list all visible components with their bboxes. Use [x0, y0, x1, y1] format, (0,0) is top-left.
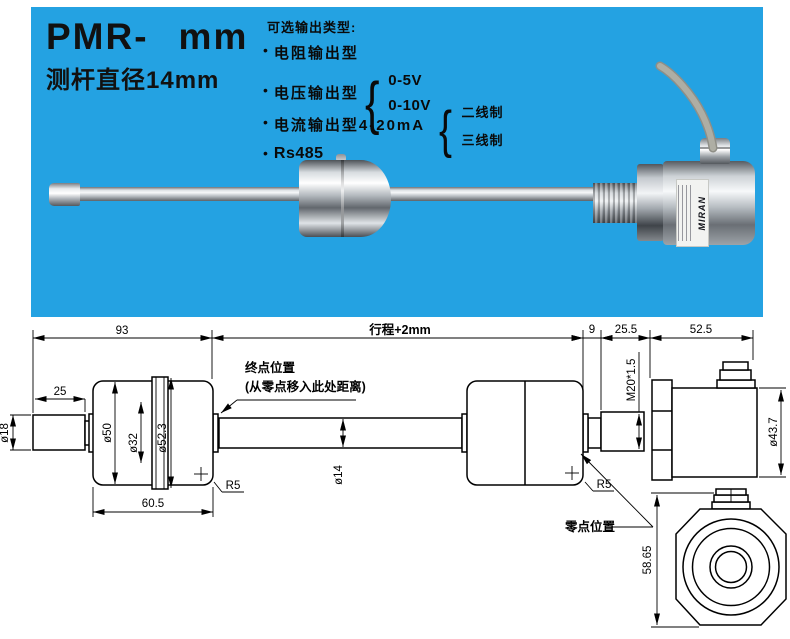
- bullet-icon: •: [263, 145, 268, 161]
- voltage-brace: {: [364, 71, 380, 136]
- end-position-line1: 终点位置: [245, 360, 296, 375]
- head-front-view: 58.65: [642, 488, 787, 626]
- photo-thread-section: [593, 183, 639, 223]
- voltage-range-high: 0-10V: [388, 97, 431, 114]
- float2-side-view: R5: [461, 380, 614, 492]
- model-prefix: PMR-: [46, 16, 149, 57]
- photo-float-nub: [336, 154, 346, 162]
- dim-float-ridge: ø52.3: [157, 423, 169, 452]
- dim-stroke: 行程+2mm: [368, 322, 430, 337]
- photo-hex-flange: [637, 164, 664, 241]
- option-voltage-label: 电压输出型: [273, 85, 359, 102]
- option-rs485-label: Rs485: [273, 145, 324, 162]
- model-unit: mm: [178, 16, 249, 57]
- bullet-icon: •: [263, 114, 268, 130]
- option-current: • 电流输出型4-20mA { 二线制 三线制: [263, 104, 504, 156]
- bullet-icon: •: [263, 82, 268, 98]
- end-position-note: 终点位置 (从零点移入此处距离): [220, 360, 366, 414]
- label-fineprint: [678, 185, 691, 241]
- zero-position-note: 零点位置: [564, 453, 654, 534]
- option-rs485: • Rs485: [263, 145, 324, 163]
- voltage-range-low: 0-5V: [388, 72, 422, 89]
- dim-tip-len: 25: [54, 386, 67, 398]
- option-current-label: 电流输出型4-20mA: [273, 117, 426, 134]
- extension-lines: [10, 330, 786, 628]
- dim-tip-dia: ø18: [0, 423, 11, 443]
- dim-25-5: 25.5: [615, 324, 637, 336]
- brand-text: MIRAN: [697, 195, 707, 231]
- photo-float: [299, 160, 391, 237]
- page-title: PMR- mm: [46, 16, 248, 58]
- thread-block-side-view: M20*1.5: [600, 352, 645, 452]
- wiring-brace: {: [439, 101, 453, 159]
- dim-rod-dia: ø14: [333, 464, 345, 484]
- dim-float-inner: ø32: [128, 433, 140, 453]
- head-side-view: ø43.7: [651, 361, 784, 481]
- photo-cable: [655, 61, 718, 153]
- dim-float-radius: R5: [226, 480, 241, 492]
- photo-product-label: MIRAN: [676, 179, 709, 247]
- sensor-photo: MIRAN: [0, 0, 790, 317]
- dim-9: 9: [589, 324, 595, 336]
- dim-52-5: 52.5: [690, 324, 712, 336]
- wiring-two-wire: 二线制: [461, 105, 504, 120]
- title-block: PMR- mm 测杆直径14mm: [46, 16, 248, 95]
- dim-93: 93: [116, 325, 129, 337]
- dim-head-width: 58.65: [642, 546, 654, 575]
- float1-side-view: ø50 ø32 ø52.3 60.5 R5: [88, 376, 244, 515]
- rod-dimension: ø14: [333, 419, 346, 485]
- zero-position-label: 零点位置: [564, 519, 616, 534]
- product-photo-panel: PMR- mm 测杆直径14mm 可选输出类型: • 电阻输出型 • 电压输出型…: [31, 7, 763, 317]
- end-position-line2: (从零点移入此处距离): [245, 379, 366, 394]
- option-resistance: • 电阻输出型: [263, 42, 359, 63]
- dim-float-length: 60.5: [142, 498, 164, 510]
- option-resistance-label: 电阻输出型: [273, 45, 359, 62]
- top-dimension-chain: 93 行程+2mm 9 25.5 52.5: [33, 322, 753, 341]
- dim-head-dia: ø43.7: [768, 417, 780, 446]
- tip-side-view: ø18 25: [0, 386, 94, 451]
- photo-rod-tip: [49, 183, 80, 206]
- dim-float-outer: ø50: [102, 423, 114, 443]
- bullet-icon: •: [263, 42, 268, 58]
- subtitle-rod-diameter: 测杆直径14mm: [46, 67, 220, 94]
- options-heading: 可选输出类型:: [267, 20, 357, 35]
- dim-thread-spec: M20*1.5: [626, 359, 638, 402]
- dim-float2-radius: R5: [597, 479, 612, 491]
- option-voltage: • 电压输出型 { 0-5V 0-10V: [263, 71, 431, 136]
- wiring-three-wire: 三线制: [461, 133, 504, 148]
